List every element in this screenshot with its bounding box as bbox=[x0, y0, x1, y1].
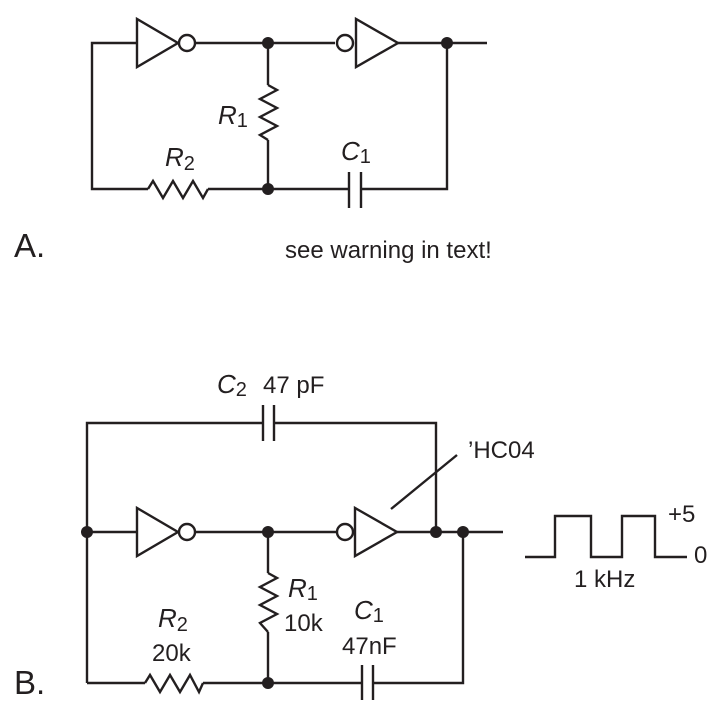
square-wave-symbol bbox=[525, 514, 687, 559]
inversion-bubble bbox=[335, 522, 355, 542]
r1-label: R1 bbox=[288, 573, 318, 605]
feedback-wire-left bbox=[90, 41, 148, 191]
inverter-gate-2 bbox=[335, 16, 401, 70]
diagram-b: C2 47 pF ’HC04 R1 10k R2 20k C1 47nF +5 … bbox=[14, 369, 707, 701]
panel-label-b: B. bbox=[14, 664, 45, 701]
junction-node bbox=[262, 37, 274, 49]
c1-label: C1 bbox=[354, 595, 384, 627]
panel-label-a: A. bbox=[14, 227, 45, 264]
inverter-gate-2 bbox=[335, 505, 400, 559]
r1-label: R1 bbox=[218, 100, 248, 132]
diagram-a: R1 R2 C1 A. see warning in text! bbox=[14, 16, 492, 264]
junction-node bbox=[262, 677, 274, 689]
warning-note: see warning in text! bbox=[285, 237, 492, 264]
r2-label: R2 bbox=[158, 603, 188, 636]
junction-node bbox=[457, 526, 469, 538]
c1-label: C1 bbox=[341, 136, 371, 168]
wire-c2-left bbox=[85, 421, 263, 683]
resistor-r2-symbol bbox=[143, 672, 205, 695]
r2-value: 20k bbox=[152, 640, 192, 667]
inversion-bubble bbox=[177, 522, 197, 542]
inverter-gate-1 bbox=[135, 505, 197, 559]
c2-label: C2 bbox=[217, 369, 247, 401]
inversion-bubble bbox=[335, 33, 355, 53]
r2-label: R2 bbox=[165, 142, 195, 175]
inverter-gate-1 bbox=[135, 16, 197, 70]
waveform-low-label: 0 bbox=[694, 542, 707, 569]
waveform-high-label: +5 bbox=[668, 501, 695, 528]
resistor-r1-symbol bbox=[257, 571, 280, 633]
junction-node bbox=[81, 526, 93, 538]
junction-node bbox=[262, 526, 274, 538]
wire-c1-to-output bbox=[373, 532, 465, 685]
chip-pointer-line bbox=[390, 454, 458, 510]
junction-node bbox=[262, 183, 274, 195]
inversion-bubble bbox=[177, 33, 197, 53]
resistor-r1-symbol bbox=[257, 83, 280, 142]
junction-node bbox=[441, 37, 453, 49]
waveform-frequency-label: 1 kHz bbox=[574, 566, 635, 593]
chip-label: ’HC04 bbox=[468, 437, 535, 464]
wire-c2-right bbox=[274, 421, 438, 532]
junction-node bbox=[430, 526, 442, 538]
wire-c1-to-output bbox=[361, 43, 449, 191]
resistor-r2-symbol bbox=[146, 178, 210, 201]
c1-value: 47nF bbox=[342, 633, 397, 660]
r1-value: 10k bbox=[284, 610, 324, 637]
c2-value: 47 pF bbox=[263, 372, 324, 399]
